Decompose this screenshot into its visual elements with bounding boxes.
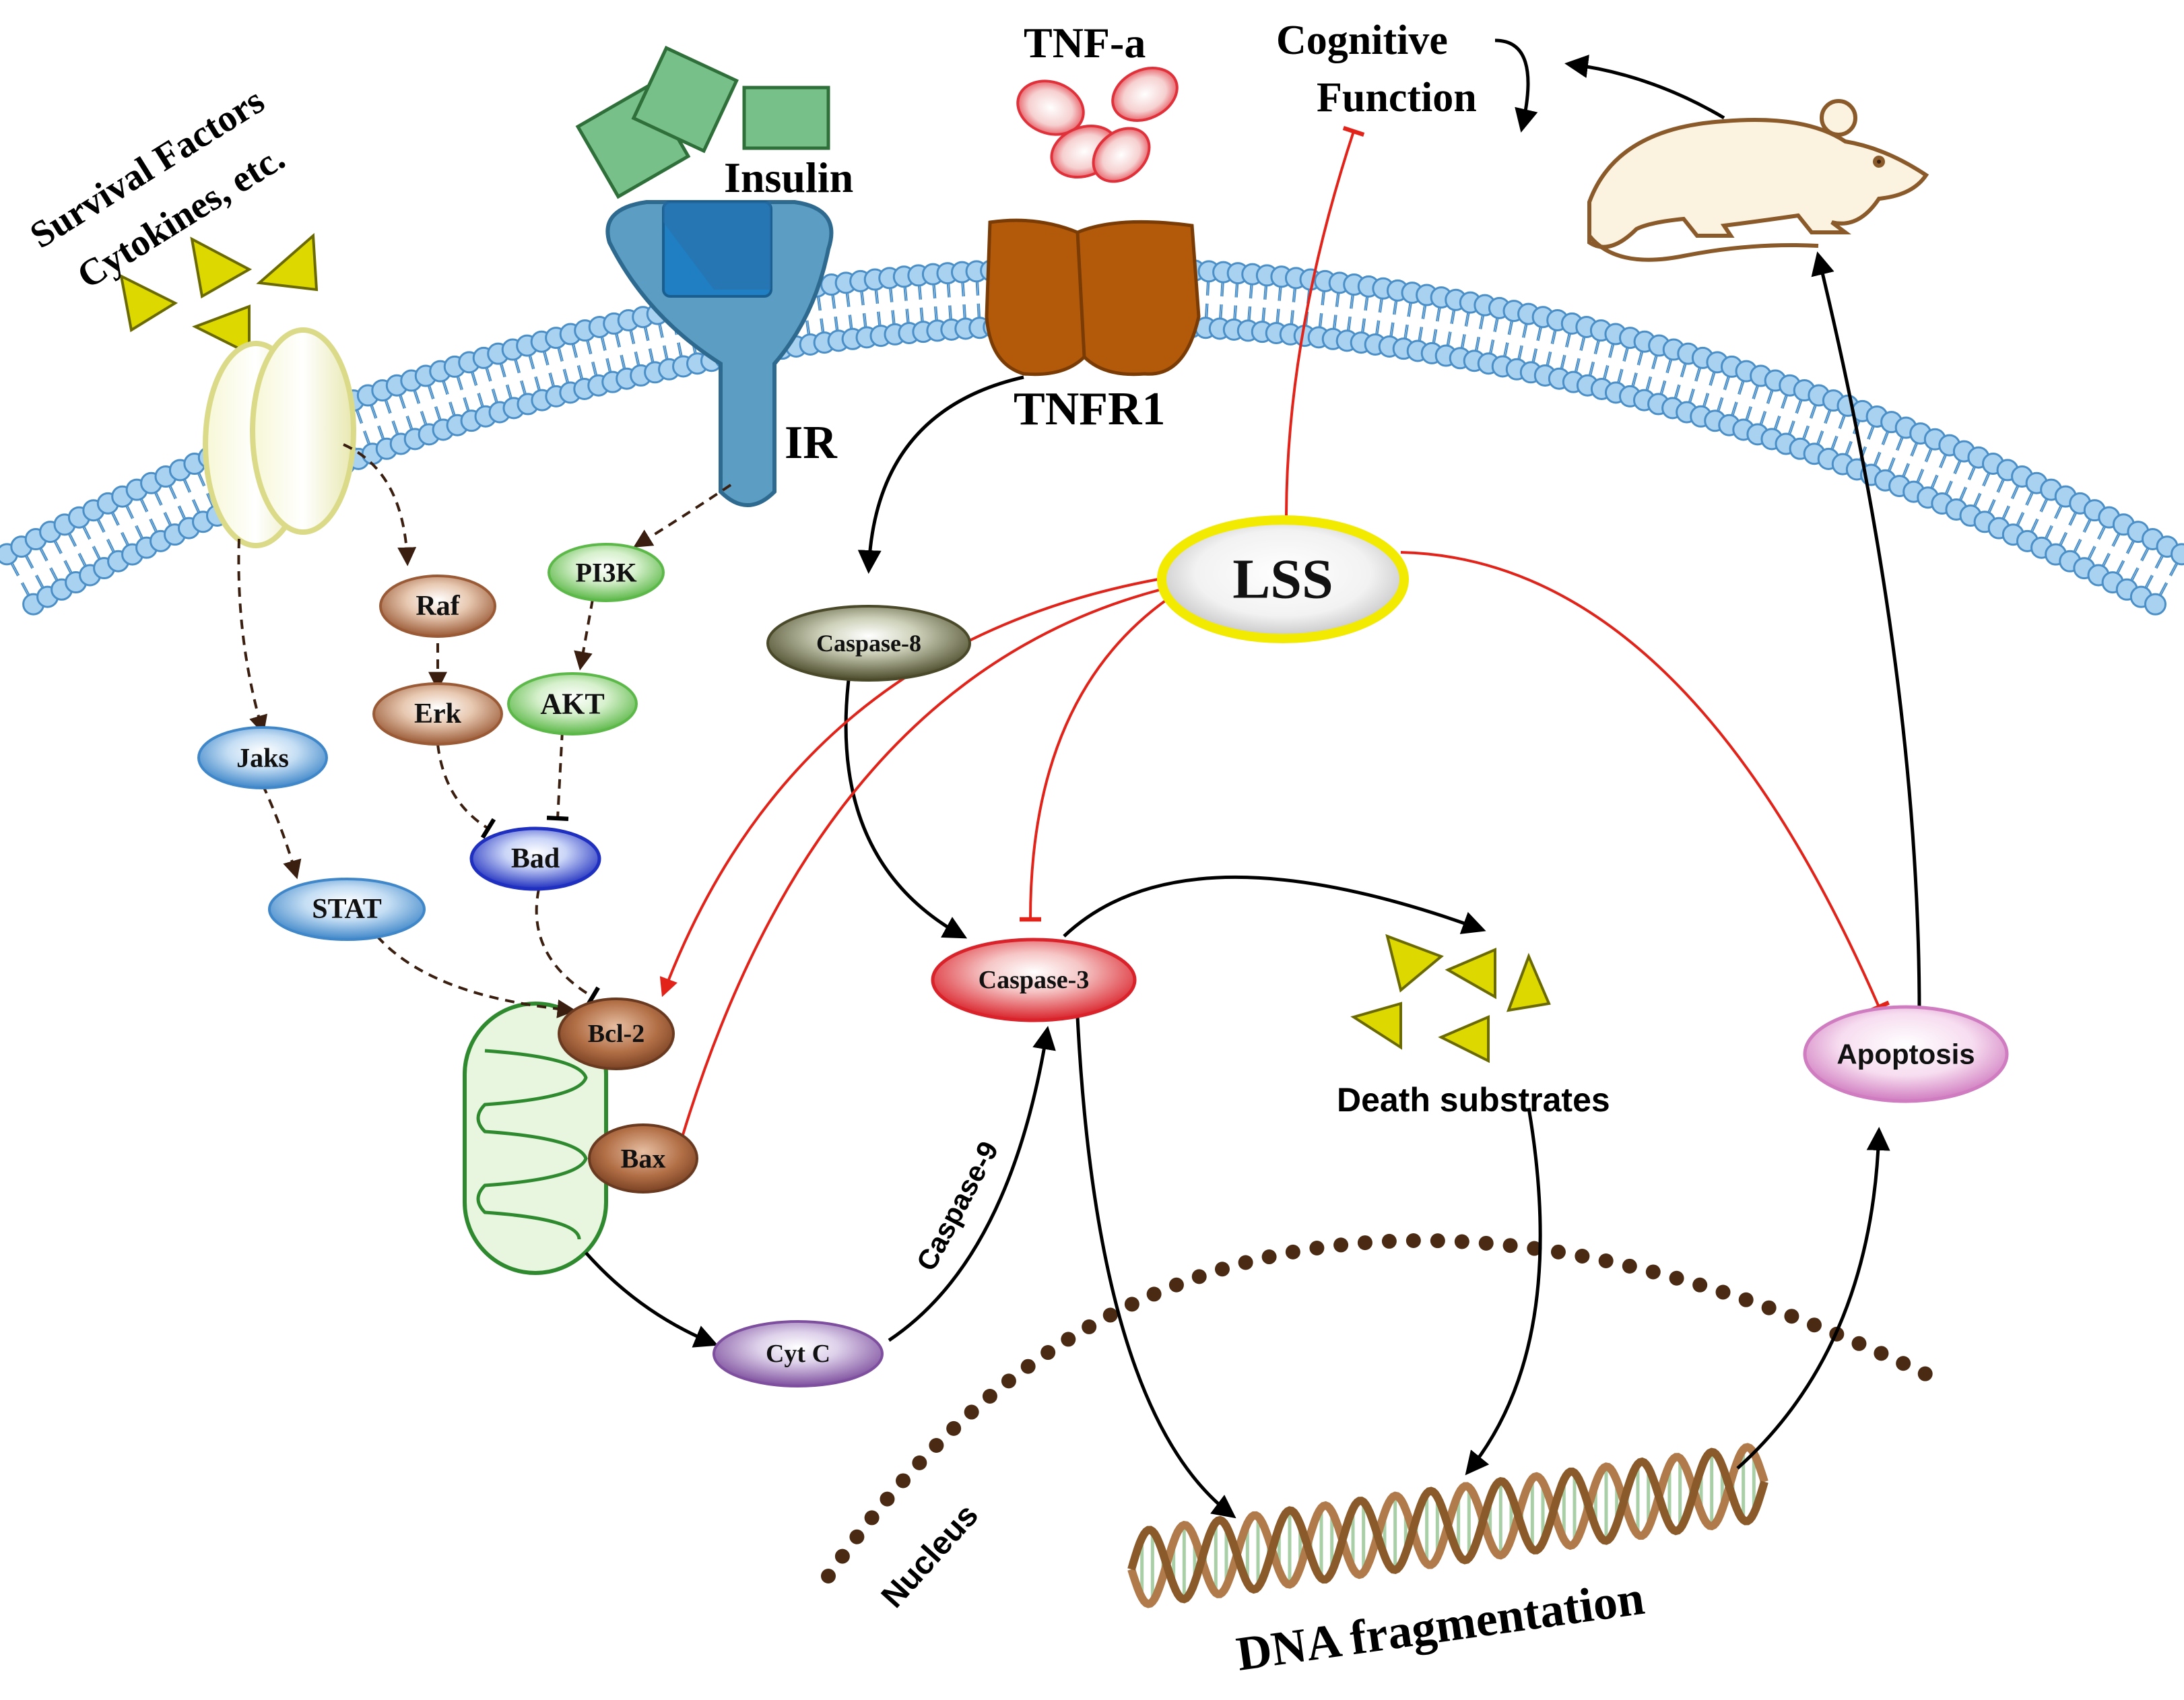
tnfr1-receptor — [985, 218, 1201, 377]
svg-text:Bax: Bax — [621, 1144, 666, 1174]
nucleus-envelope — [821, 1233, 1947, 1583]
arrow-pi3k-to-akt — [574, 599, 594, 671]
arrow-rat-to-cognitive — [1564, 55, 1725, 120]
node-erk: Erk — [372, 682, 503, 746]
inhibit-bad-to-bcl2 — [535, 888, 600, 1008]
node-caspase3: Caspase-3 — [931, 938, 1137, 1022]
tnf-a-molecules — [1016, 67, 1179, 183]
svg-text:Bad: Bad — [511, 843, 560, 874]
activation-arrows — [585, 38, 1921, 1519]
node-apoptosis: Apoptosis — [1803, 1005, 2009, 1103]
label-nucleus: Nucleus — [875, 1497, 985, 1614]
node-raf: Raf — [379, 575, 496, 638]
label-dna-fragmentation: DNA fragmentation — [1233, 1571, 1647, 1681]
arrow-cognitive-curl — [1494, 38, 1538, 133]
label-death-substrates: Death substrates — [1337, 1081, 1610, 1119]
svg-text:STAT: STAT — [312, 894, 381, 925]
dashed-inhibition-lines — [436, 730, 600, 1008]
arrow-receptor-to-jaks — [237, 538, 268, 735]
node-bax: Bax — [588, 1123, 698, 1194]
label-function: Function — [1317, 75, 1477, 121]
label-tnfr1: TNFR1 — [1014, 383, 1166, 435]
lss-inhibits-apoptosis — [1400, 551, 1890, 1014]
svg-text:Caspase-3: Caspase-3 — [979, 966, 1090, 994]
lss-activates-bcl2 — [659, 578, 1159, 998]
inhibit-erk-to-bad — [436, 744, 496, 839]
label-caspase-9-edge: Caspase-9 — [910, 1136, 1004, 1276]
node-cytc: Cyt C — [713, 1320, 884, 1387]
svg-text:Apoptosis: Apoptosis — [1836, 1039, 1975, 1070]
arrow-caspase3-to-dna — [1076, 1016, 1236, 1519]
rat-illustration — [1587, 99, 1929, 262]
lss-inhibits-cognitive-decline — [1285, 125, 1365, 519]
svg-text:Raf: Raf — [416, 591, 460, 622]
node-bad: Bad — [469, 826, 601, 891]
arrow-stat-to-bcl2 — [376, 935, 576, 1018]
node-jaks: Jaks — [197, 726, 328, 789]
arrow-death-substrates-to-dna — [1465, 1107, 1542, 1476]
survival-factor-ligands — [119, 232, 319, 356]
svg-text:Cyt C: Cyt C — [766, 1340, 830, 1368]
arrow-caspase8-to-caspase3 — [844, 680, 968, 939]
svg-text:AKT: AKT — [540, 688, 604, 721]
svg-text:Erk: Erk — [414, 698, 462, 729]
svg-text:PI3K: PI3K — [575, 558, 636, 588]
arrow-cytc-to-caspase3 — [888, 1026, 1056, 1342]
label-tnf-a: TNF-a — [1024, 19, 1146, 67]
arrow-caspase3-to-death-substrates — [1063, 875, 1486, 938]
arrow-receptor-to-raf — [343, 443, 417, 566]
arrow-tnfr1-to-caspase8 — [857, 375, 1024, 574]
node-stat: STAT — [268, 878, 426, 941]
node-bcl2: Bcl-2 — [558, 998, 675, 1070]
arrow-ir-to-pi3k — [633, 484, 732, 548]
label-cognitive: Cognitive — [1276, 18, 1448, 63]
insulin-receptor — [605, 200, 834, 507]
dashed-activation-arrows — [237, 443, 732, 1018]
svg-text:Caspase-8: Caspase-8 — [816, 630, 921, 657]
node-akt: AKT — [507, 672, 638, 735]
lss-inhibits-caspase3 — [1019, 595, 1173, 922]
arrow-jaks-to-stat — [261, 784, 302, 880]
node-pi3k: PI3K — [548, 543, 665, 602]
death-substrates-triangles — [1350, 934, 1551, 1064]
node-lss: LSS — [1157, 515, 1409, 643]
insulin-molecules — [575, 45, 830, 199]
svg-text:LSS: LSS — [1232, 548, 1333, 611]
lss-inhibits-bax — [665, 588, 1162, 1160]
arrow-mito-to-cytc — [585, 1251, 719, 1348]
dna-double-helix — [1127, 1443, 1768, 1608]
lss-effect-lines — [659, 125, 1890, 1160]
survival-factor-receptor — [203, 327, 356, 548]
label-insulin: Insulin — [724, 154, 853, 201]
svg-text:Jaks: Jaks — [236, 743, 289, 773]
svg-text:Bcl-2: Bcl-2 — [588, 1020, 644, 1048]
label-ir: IR — [785, 417, 838, 469]
arrow-dna-to-apoptosis — [1736, 1127, 1890, 1470]
node-caspase8: Caspase-8 — [766, 605, 971, 682]
inhibit-akt-to-bad — [546, 730, 569, 822]
arrow-apoptosis-to-rat — [1811, 251, 1921, 1014]
